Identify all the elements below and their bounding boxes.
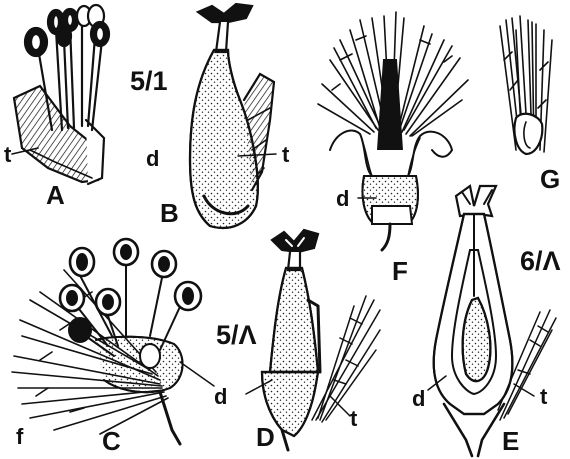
label-d-e: d bbox=[412, 386, 425, 411]
label-t-a: t bbox=[4, 142, 12, 167]
figure-e bbox=[428, 186, 556, 456]
label-d-c: d bbox=[214, 384, 227, 409]
scale-label-d: 5/Λ bbox=[216, 320, 257, 350]
label-d-b: d bbox=[146, 146, 159, 171]
label-panel-e: E bbox=[502, 426, 519, 456]
figure-b bbox=[190, 4, 276, 228]
label-panel-c: C bbox=[102, 426, 121, 456]
figure-g bbox=[500, 16, 552, 154]
figure-a bbox=[12, 5, 109, 184]
label-t-d: t bbox=[350, 406, 358, 431]
label-panel-a: A bbox=[46, 180, 65, 210]
label-panel-g: G bbox=[540, 164, 560, 194]
label-t-b: t bbox=[282, 142, 290, 167]
label-panel-b: B bbox=[160, 198, 179, 228]
label-f-c: f bbox=[16, 424, 24, 449]
scale-label-e: 6/Λ bbox=[520, 246, 561, 276]
figure-f bbox=[318, 12, 468, 250]
label-t-e: t bbox=[540, 384, 548, 409]
label-panel-d: D bbox=[256, 422, 275, 452]
label-d-f: d bbox=[336, 186, 349, 211]
scale-label-b: 5/1 bbox=[130, 66, 168, 96]
figure-c bbox=[12, 239, 214, 444]
label-panel-f: F bbox=[392, 256, 408, 286]
figure-d bbox=[246, 230, 380, 450]
